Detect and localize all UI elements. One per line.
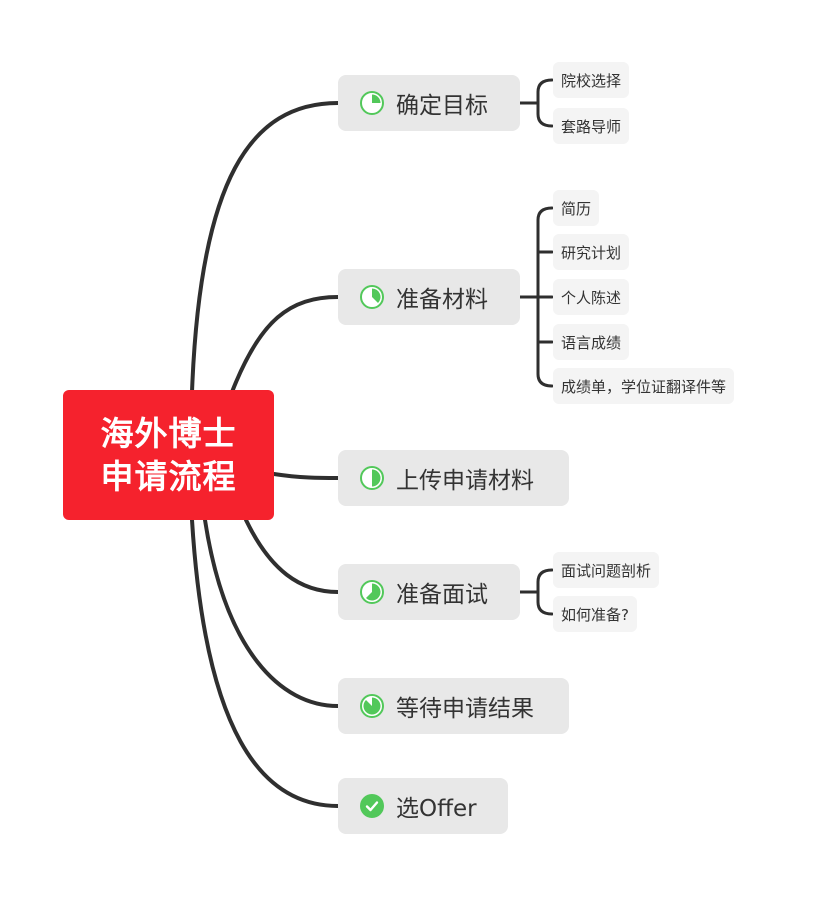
connector-branch-2-children — [518, 206, 554, 388]
connector-root-branch-2 — [230, 295, 340, 394]
connector-root-branch-6 — [190, 518, 340, 808]
branch-choose-offer[interactable]: 选Offer — [338, 778, 508, 834]
branch-label: 上传申请材料 — [396, 468, 534, 494]
progress-three-eighths-icon — [360, 285, 384, 309]
branch-confirm-goal[interactable]: 确定目标 — [338, 75, 520, 131]
leaf-research-plan[interactable]: 研究计划 — [553, 234, 630, 270]
branch-prepare-materials[interactable]: 准备材料 — [338, 269, 520, 325]
connector-branch-1-children — [518, 78, 554, 128]
connector-root-branch-5 — [203, 518, 340, 708]
branch-label: 准备材料 — [396, 287, 488, 313]
leaf-contact-supervisor[interactable]: 套路导师 — [553, 108, 630, 144]
leaf-transcripts-translations[interactable]: 成绩单，学位证翻译件等 — [553, 368, 735, 404]
progress-seven-eighths-icon — [360, 694, 384, 718]
leaf-language-scores[interactable]: 语言成绩 — [553, 324, 630, 360]
progress-half-icon — [360, 466, 384, 490]
root-topic-line-2: 申请流程 — [100, 457, 237, 496]
root-topic-line-1: 海外博士 — [100, 414, 237, 453]
leaf-how-to-prepare[interactable]: 如何准备? — [553, 596, 637, 632]
branch-upload-materials[interactable]: 上传申请材料 — [338, 450, 569, 506]
connector-branch-4-children — [518, 568, 554, 616]
branch-label: 确定目标 — [396, 93, 488, 119]
branch-await-results[interactable]: 等待申请结果 — [338, 678, 569, 734]
root-topic[interactable]: 海外博士 申请流程 — [63, 390, 274, 520]
leaf-resume[interactable]: 简历 — [553, 190, 600, 226]
connector-root-branch-1 — [190, 101, 340, 394]
leaf-school-selection[interactable]: 院校选择 — [553, 62, 630, 98]
branch-label: 选Offer — [396, 796, 477, 822]
connector-root-branch-4 — [244, 518, 340, 594]
leaf-personal-statement[interactable]: 个人陈述 — [553, 279, 630, 315]
branch-label: 准备面试 — [396, 582, 488, 608]
progress-quarter-icon — [360, 91, 384, 115]
connector-root-branch-3 — [272, 472, 340, 480]
progress-five-eighths-icon — [360, 580, 384, 604]
branch-prepare-interview[interactable]: 准备面试 — [338, 564, 520, 620]
leaf-interview-questions[interactable]: 面试问题剖析 — [553, 552, 660, 588]
progress-complete-check-icon — [360, 794, 384, 818]
branch-label: 等待申请结果 — [396, 696, 534, 722]
